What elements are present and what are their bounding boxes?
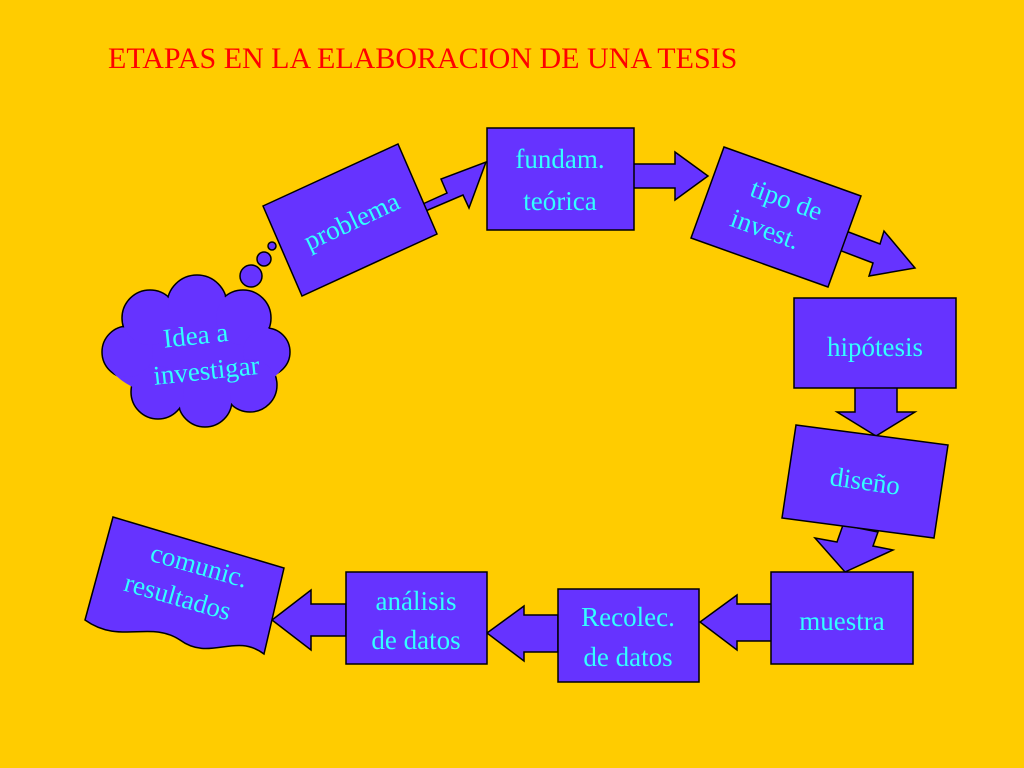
arrow-muestra-to-recolec [698, 593, 773, 652]
arrow-diseno-to-muestra [813, 524, 896, 573]
thought-dot-medium [256, 251, 272, 267]
analisis-label-line-1: análisis [376, 586, 457, 616]
muestra-label: muestra [799, 606, 884, 636]
node-tipo-de-invest [690, 146, 862, 288]
idea-cloud [101, 274, 291, 428]
recolec-label-line-2: de datos [583, 642, 672, 672]
hipotesis-label: hipótesis [827, 332, 923, 362]
node-muestra [770, 571, 914, 665]
analisis-label-line-2: de datos [371, 625, 460, 655]
recolec-label-line-1: Recolec. [581, 602, 675, 632]
fundam-label-line-1: fundam. [515, 144, 604, 174]
slide-title: ETAPAS EN LA ELABORACION DE UNA TESIS [108, 42, 738, 75]
arrow-problema-to-fundam [404, 160, 488, 214]
arrow-analisis-to-comunic [270, 588, 347, 652]
node-comunic-resultados [84, 516, 285, 656]
thought-dot-small [267, 241, 277, 251]
node-hipotesis [793, 297, 957, 389]
node-fundam-teorica [486, 127, 635, 231]
thought-dot-large [239, 264, 263, 288]
fundam-label-line-2: teórica [523, 186, 596, 216]
node-analisis-datos [345, 571, 488, 665]
arrow-hipotesis-to-diseno [834, 384, 918, 437]
idea-label-line-1: Idea a [162, 317, 230, 354]
node-diseno [781, 424, 949, 539]
node-recolec-datos [557, 588, 700, 683]
arrow-recolec-to-analisis [485, 604, 559, 663]
node-problema [262, 142, 438, 298]
arrow-fundam-to-tipo [629, 150, 710, 202]
